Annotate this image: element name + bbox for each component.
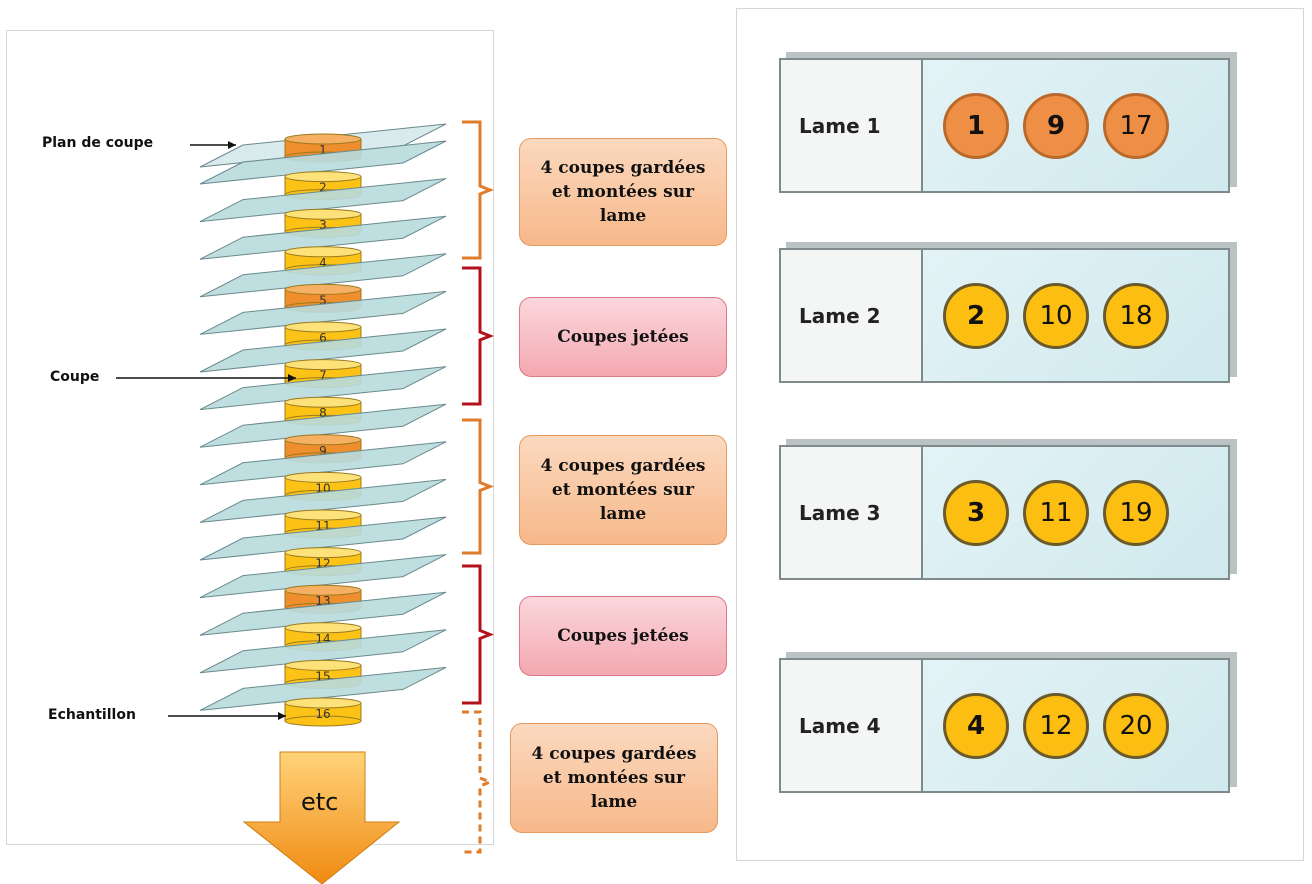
cutting-plane <box>199 215 447 260</box>
bracket-kept-3 <box>462 710 495 854</box>
section-disc-19: 19 <box>1103 480 1169 546</box>
slide-label: Lame 4 <box>799 714 881 738</box>
cylinder-top-12 <box>284 547 362 559</box>
cylinder-top-2 <box>284 171 362 183</box>
arrow-echantillon-head <box>278 712 286 720</box>
cylinder-top-9 <box>284 434 362 446</box>
arrow-plan-de-coupe-head <box>228 141 236 149</box>
section-disc-10: 10 <box>1023 283 1089 349</box>
section-disc-12: 12 <box>1023 693 1089 759</box>
cutting-plane <box>199 253 447 298</box>
note-kept-3: 4 coupes gardées et montées sur lame <box>510 723 718 833</box>
cutting-plane <box>199 591 447 636</box>
cylinder-top-8 <box>284 396 362 408</box>
bracket-discarded-1 <box>462 266 495 406</box>
cylinder-top-15 <box>284 659 362 671</box>
cutting-plane <box>199 290 447 335</box>
arrow-coupe-head <box>288 374 296 382</box>
cylinder-bottom-16 <box>284 715 362 727</box>
label-echantillon: Echantillon <box>48 707 136 723</box>
cylinder-top-13 <box>284 584 362 596</box>
section-number-3: 3 <box>319 218 327 232</box>
section-disc-11: 11 <box>1023 480 1089 546</box>
slide-label: Lame 2 <box>799 304 881 328</box>
cylinder-top-5 <box>284 283 362 295</box>
section-disc-9: 9 <box>1023 93 1089 159</box>
section-number-9: 9 <box>319 444 327 458</box>
cutting-plane <box>199 554 447 599</box>
etc-label: etc <box>301 788 339 816</box>
cutting-plane <box>199 178 447 223</box>
cutting-plane <box>199 140 447 185</box>
cutting-plane <box>199 328 447 373</box>
section-disc-18: 18 <box>1103 283 1169 349</box>
cutting-plane <box>199 516 447 561</box>
cylinder-top-11 <box>284 509 362 521</box>
section-number-2: 2 <box>319 181 327 195</box>
section-number-4: 4 <box>319 256 327 270</box>
section-disc-20: 20 <box>1103 693 1169 759</box>
cylinder-top-6 <box>284 321 362 333</box>
cutting-plane <box>199 629 447 674</box>
label-plan-de-coupe: Plan de coupe <box>42 135 154 151</box>
cutting-plane <box>199 441 447 486</box>
section-number-8: 8 <box>319 406 327 420</box>
down-arrow <box>242 751 401 884</box>
cylinder-top-14 <box>284 622 362 634</box>
cylinder-top-7 <box>284 359 362 371</box>
cylinder-top-3 <box>284 208 362 220</box>
cutting-plane <box>199 666 447 711</box>
section-number-6: 6 <box>319 331 327 345</box>
cylinder-top-4 <box>284 246 362 258</box>
bracket-kept-1 <box>462 120 495 260</box>
note-kept-1: 4 coupes gardées et montées sur lame <box>519 138 727 246</box>
section-disc-1: 1 <box>943 93 1009 159</box>
cutting-plane <box>199 403 447 448</box>
cutting-plane <box>199 366 447 411</box>
section-disc-4: 4 <box>943 693 1009 759</box>
cylinder-top-16 <box>284 697 362 709</box>
label-coupe: Coupe <box>50 369 100 385</box>
bracket-discarded-2 <box>462 564 495 705</box>
section-disc-2: 2 <box>943 283 1009 349</box>
section-disc-3: 3 <box>943 480 1009 546</box>
note-discarded-1: Coupes jetées <box>519 297 727 377</box>
slide-label: Lame 3 <box>799 501 881 525</box>
slide-label: Lame 1 <box>799 114 881 138</box>
section-number-5: 5 <box>319 293 327 307</box>
note-kept-2: 4 coupes gardées et montées sur lame <box>519 435 727 545</box>
cutting-plane <box>199 478 447 523</box>
section-number-16: 16 <box>315 707 330 721</box>
section-number-1: 1 <box>319 143 327 157</box>
section-number-7: 7 <box>319 369 327 383</box>
bracket-kept-2 <box>462 418 495 555</box>
cylinder-top-1 <box>284 133 362 145</box>
cylinder-top-10 <box>284 471 362 483</box>
note-discarded-2: Coupes jetées <box>519 596 727 676</box>
section-disc-17: 17 <box>1103 93 1169 159</box>
